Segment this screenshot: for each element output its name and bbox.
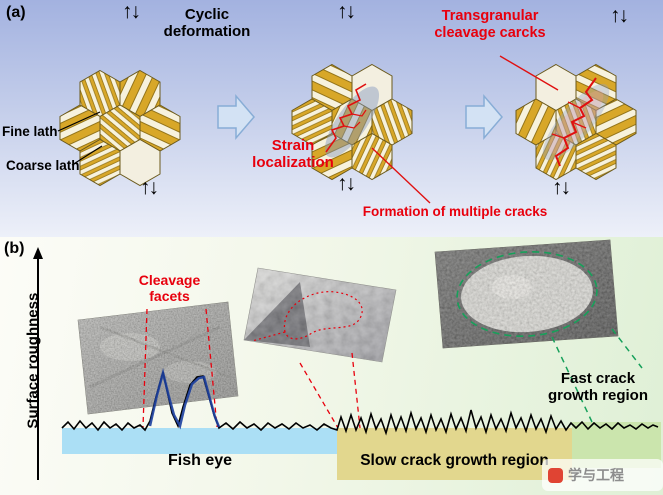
panel-b-graphics xyxy=(33,239,661,480)
strain-localization-crack-icon xyxy=(324,83,380,158)
slow-region-label: Slow crack growth region xyxy=(360,452,549,469)
fine-lath-label: Fine lath xyxy=(2,124,58,139)
cyclic-load-arrows-icon: ↑↓ xyxy=(610,4,629,27)
sem-image-slow-growth xyxy=(243,267,397,363)
peak-highlight xyxy=(148,368,221,430)
y-axis-label: Surface roughness xyxy=(24,292,42,429)
y-axis xyxy=(33,247,43,480)
panel-a-microstructure: (a) ↑↓ Cyclic deformation ↑↓ ↑↓ ↑↓ ↑↓ ↑↓… xyxy=(0,0,663,237)
sem-image-fish-eye xyxy=(434,239,619,349)
panel-a-label: (a) xyxy=(6,4,26,21)
cyclic-load-arrows-icon: ↑↓ xyxy=(140,176,159,199)
sem-image-cleavage-facets xyxy=(77,301,239,415)
formation-of-cracks-label: Formation of multiple cracks xyxy=(362,204,548,219)
process-arrow-icon xyxy=(217,93,255,141)
cyclic-load-arrows-icon: ↑↓ xyxy=(122,0,141,23)
coarse-lath-label: Coarse lath xyxy=(6,158,80,173)
strain-localization-label: Strain localization xyxy=(252,137,334,172)
crack-front-dotted-outline xyxy=(283,291,363,340)
cyclic-deformation-label: Cyclic deformation xyxy=(163,6,251,41)
label-pointer-lines xyxy=(57,55,559,204)
fast-region-label: Fast crack growth region xyxy=(548,370,648,405)
transgranular-cracks-label: Transgranular cleavage carcks xyxy=(434,8,546,41)
process-arrow-icon xyxy=(465,93,503,141)
grain-cluster-initial xyxy=(59,69,181,187)
fish-eye-label: Fish eye xyxy=(167,452,233,469)
cleavage-facets-label: Cleavage facets xyxy=(138,272,201,305)
cyclic-load-arrows-icon: ↑↓ xyxy=(337,0,356,23)
watermark: 学与工程 xyxy=(542,459,663,491)
panel-a-graphics xyxy=(57,55,637,204)
grain-cluster-strain-localization xyxy=(291,63,413,181)
cyclic-load-arrows-icon: ↑↓ xyxy=(552,176,571,199)
annotation-connectors xyxy=(142,308,643,429)
grain-cluster-cracked xyxy=(515,63,637,181)
watermark-text: 学与工程 xyxy=(568,467,624,483)
panel-b-label: (b) xyxy=(4,240,25,257)
transgranular-crack-icon xyxy=(542,77,610,167)
panel-b-roughness-schematic: (b) Cleavage facets Fast crack growth re… xyxy=(0,237,663,495)
watermark-logo-icon xyxy=(548,467,563,483)
cyclic-load-arrows-icon: ↑↓ xyxy=(337,172,356,195)
